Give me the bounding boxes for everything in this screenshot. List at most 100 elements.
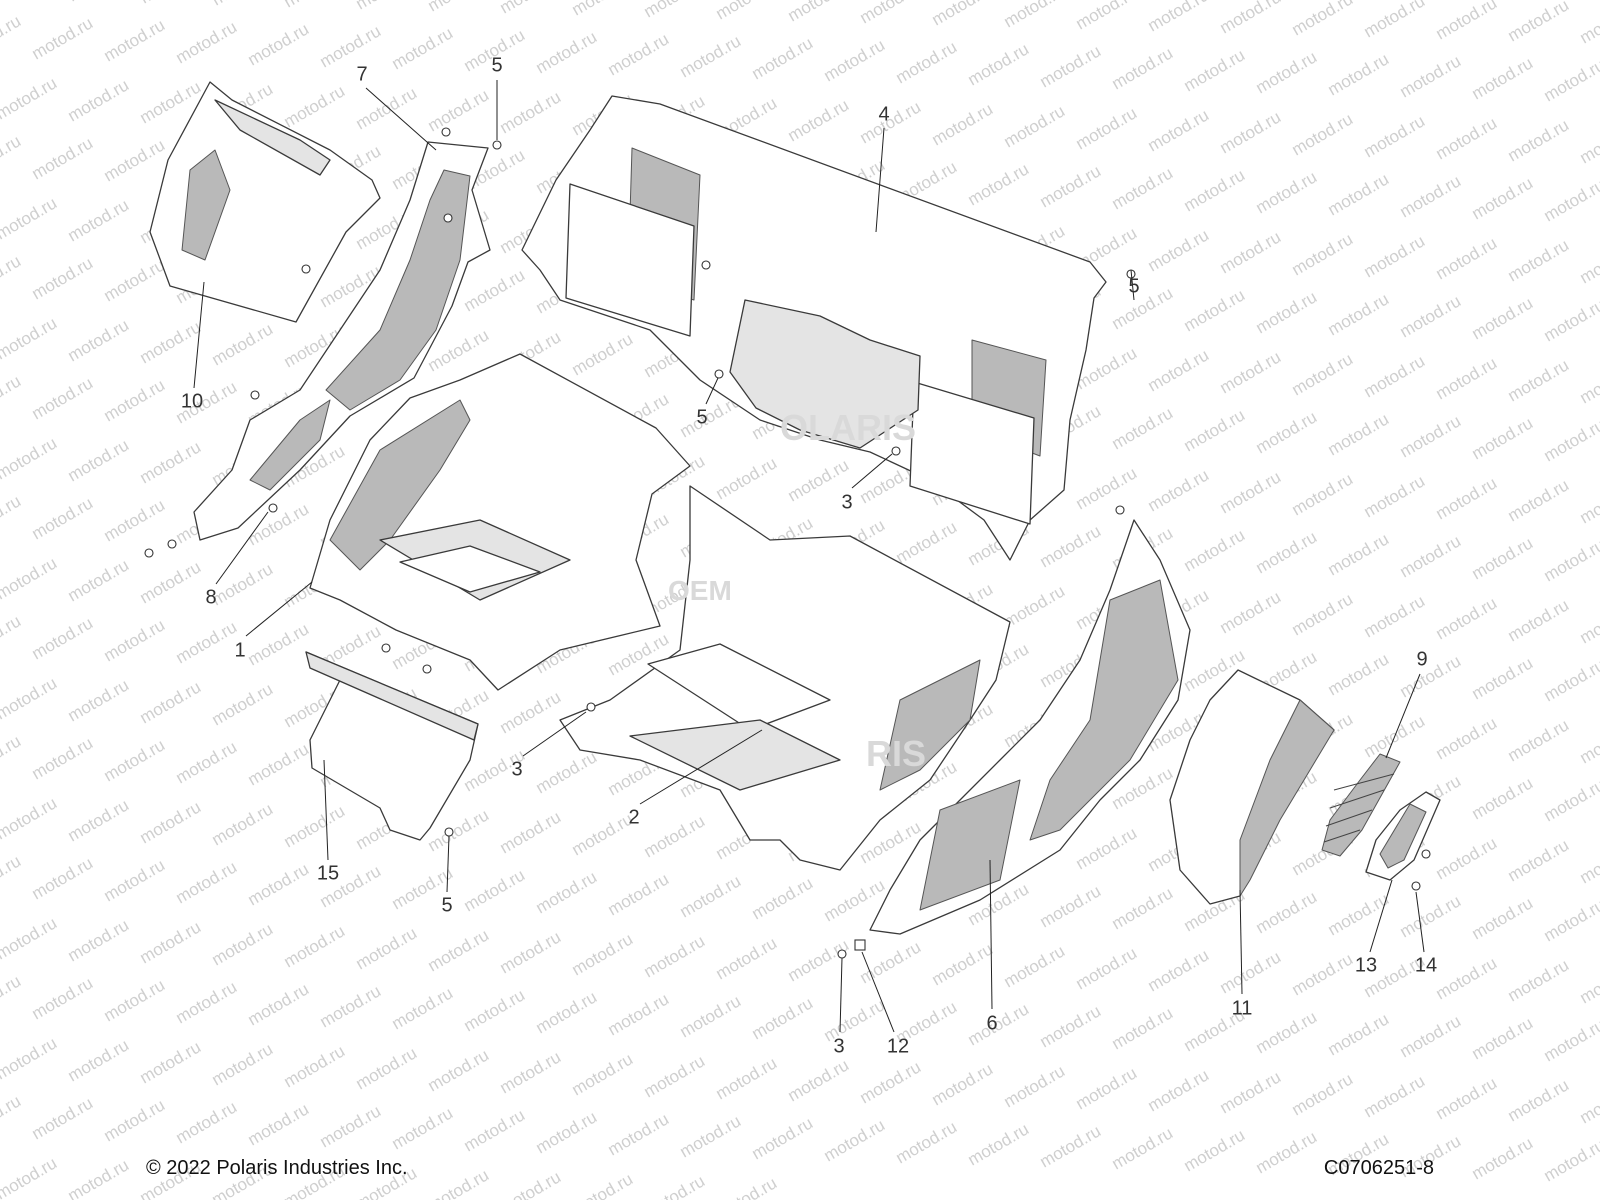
- callout-leader-7: [365, 87, 437, 151]
- watermark-text: motod.ru: [1577, 237, 1600, 287]
- watermark-text: motod.ru: [929, 1059, 997, 1109]
- watermark-text: motod.ru: [29, 13, 97, 63]
- watermark-text: motod.ru: [929, 0, 997, 29]
- watermark-text: motod.ru: [1289, 109, 1357, 159]
- brand-mark-oem: OEM: [668, 575, 732, 606]
- watermark-text: motod.ru: [245, 1099, 313, 1149]
- watermark-text: motod.ru: [1433, 0, 1501, 43]
- watermark-text: motod.ru: [0, 131, 24, 181]
- callout-label-5d: 5: [441, 894, 452, 916]
- watermark-text: motod.ru: [929, 939, 997, 989]
- watermark-text: motod.ru: [353, 0, 421, 13]
- watermark-text: motod.ru: [425, 1165, 493, 1200]
- watermark-text: motod.ru: [173, 1097, 241, 1147]
- watermark-text: motod.ru: [209, 799, 277, 849]
- watermark-text: motod.ru: [1361, 111, 1429, 161]
- watermark-text: motod.ru: [1469, 293, 1537, 343]
- watermark-text: motod.ru: [0, 491, 24, 541]
- watermark-text: motod.ru: [281, 0, 349, 11]
- fastener: [301, 264, 311, 274]
- watermark-text: motod.ru: [497, 687, 565, 737]
- callout-label-1: 1: [234, 639, 245, 661]
- callout-leader-8: [215, 511, 269, 585]
- watermark-text: motod.ru: [1541, 1135, 1600, 1185]
- watermark-text: motod.ru: [1037, 1001, 1105, 1051]
- watermark-text: motod.ru: [29, 853, 97, 903]
- watermark-text: motod.ru: [497, 87, 565, 137]
- watermark-text: motod.ru: [281, 81, 349, 131]
- watermark-text: motod.ru: [173, 857, 241, 907]
- watermark-text: motod.ru: [1217, 0, 1285, 37]
- part-10-side-panel: [149, 81, 381, 323]
- watermark-text: motod.ru: [101, 1095, 169, 1145]
- watermark-text: motod.ru: [137, 797, 205, 847]
- watermark-text: motod.ru: [137, 677, 205, 727]
- part-12-clip: [854, 939, 866, 951]
- watermark-text: motod.ru: [1217, 1067, 1285, 1117]
- callout-label-4: 4: [878, 103, 889, 125]
- watermark-text: motod.ru: [29, 133, 97, 183]
- watermark-text: motod.ru: [1109, 403, 1177, 453]
- watermark-text: motod.ru: [0, 11, 24, 61]
- watermark-text: motod.ru: [0, 371, 24, 421]
- watermark-text: motod.ru: [317, 21, 385, 71]
- watermark-text: motod.ru: [1289, 349, 1357, 399]
- watermark-text: motod.ru: [533, 27, 601, 77]
- watermark-text: motod.ru: [0, 73, 60, 123]
- watermark-text: motod.ru: [749, 1113, 817, 1163]
- watermark-text: motod.ru: [569, 1049, 637, 1099]
- watermark-text: motod.ru: [1433, 353, 1501, 403]
- fastener: [891, 446, 901, 456]
- fastener: [268, 503, 278, 513]
- watermark-text: motod.ru: [245, 979, 313, 1029]
- watermark-text: motod.ru: [1181, 405, 1249, 455]
- watermark-text: motod.ru: [1181, 45, 1249, 95]
- watermark-text: motod.ru: [641, 811, 709, 861]
- watermark-text: motod.ru: [425, 85, 493, 135]
- watermark-text: motod.ru: [749, 873, 817, 923]
- fastener: [167, 539, 177, 549]
- watermark-text: motod.ru: [209, 679, 277, 729]
- watermark-text: motod.ru: [1361, 1071, 1429, 1121]
- watermark-text: motod.ru: [0, 0, 60, 3]
- watermark-text: motod.ru: [641, 1171, 709, 1200]
- watermark-text: motod.ru: [1397, 651, 1465, 701]
- watermark-text: motod.ru: [1577, 1077, 1600, 1127]
- watermark-text: motod.ru: [137, 917, 205, 967]
- watermark-text: motod.ru: [1325, 1009, 1393, 1059]
- watermark-text: motod.ru: [1433, 713, 1501, 763]
- watermark-text: motod.ru: [1253, 887, 1321, 937]
- callout-label-7: 7: [356, 63, 367, 85]
- watermark-text: motod.ru: [425, 0, 493, 15]
- watermark-text: motod.ru: [497, 807, 565, 857]
- watermark-text: motod.ru: [569, 809, 637, 859]
- watermark-text: motod.ru: [1217, 467, 1285, 517]
- watermark-text: motod.ru: [1469, 1133, 1537, 1183]
- watermark-text: motod.ru: [1289, 949, 1357, 999]
- watermark-text: motod.ru: [821, 1115, 889, 1165]
- watermark-text: motod.ru: [713, 453, 781, 503]
- part-11-right-cover: [1169, 669, 1335, 905]
- watermark-text: motod.ru: [29, 493, 97, 543]
- watermark-text: motod.ru: [137, 0, 205, 7]
- watermark-text: motod.ru: [101, 495, 169, 545]
- watermark-text: motod.ru: [641, 0, 709, 21]
- watermark-text: motod.ru: [605, 869, 673, 919]
- watermark-text: motod.ru: [317, 1101, 385, 1151]
- watermark-text: motod.ru: [677, 871, 745, 921]
- watermark-text: motod.ru: [1253, 1007, 1321, 1057]
- callout-label-8: 8: [205, 586, 216, 608]
- callout-label-6: 6: [986, 1012, 997, 1034]
- watermark-text: motod.ru: [1541, 55, 1600, 105]
- watermark-text: motod.ru: [569, 1169, 637, 1200]
- watermark-text: motod.ru: [1505, 235, 1573, 285]
- part-4-rear-panel: [521, 95, 1107, 561]
- watermark-text: motod.ru: [137, 437, 205, 487]
- callout-leader-4: [875, 127, 885, 233]
- watermark-text: motod.ru: [533, 987, 601, 1037]
- callout-leader-10: [193, 281, 205, 389]
- fastener: [1115, 505, 1125, 515]
- watermark-text: motod.ru: [1253, 527, 1321, 577]
- fastener: [701, 260, 711, 270]
- watermark-text: motod.ru: [1109, 163, 1177, 213]
